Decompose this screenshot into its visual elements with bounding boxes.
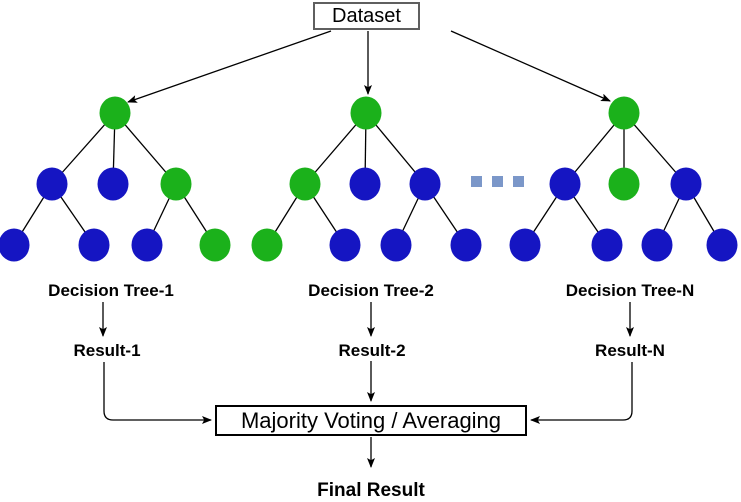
tree-node-blue xyxy=(549,167,581,201)
arrow-dataset-to-tree1 xyxy=(127,30,332,103)
tree-node-green xyxy=(608,96,640,130)
tree-node-blue xyxy=(450,228,482,262)
tree-node-blue xyxy=(78,228,110,262)
tree-node-blue xyxy=(706,228,738,262)
flow-arrows xyxy=(99,30,634,468)
arrow-result1-to-majority xyxy=(103,362,212,424)
tree-node-blue xyxy=(349,167,381,201)
tree-node-blue xyxy=(329,228,361,262)
tree-node-green xyxy=(251,228,283,262)
tree-node-green xyxy=(350,96,382,130)
ellipsis-dots xyxy=(471,176,524,187)
tree-node-green xyxy=(99,96,131,130)
tree-node-blue xyxy=(131,228,163,262)
result-1-label: Result-1 xyxy=(73,341,141,360)
result-n-label: Result-N xyxy=(595,341,665,360)
arrow-dataset-to-treeN xyxy=(450,30,611,102)
dataset-box: Dataset xyxy=(313,2,420,30)
tree-node-blue xyxy=(641,228,673,262)
decision-tree-1-label: Decision Tree-1 xyxy=(48,281,174,300)
tree-node-blue xyxy=(670,167,702,201)
final-result-label: Final Result xyxy=(317,480,425,501)
tree-node-green xyxy=(289,167,321,201)
tree-node-green xyxy=(608,167,640,201)
decision-tree-2-label: Decision Tree-2 xyxy=(308,281,434,300)
majority-voting-box: Majority Voting / Averaging xyxy=(215,405,527,436)
ellipsis-dot xyxy=(492,176,503,187)
dataset-label: Dataset xyxy=(332,4,401,27)
tree-node-green xyxy=(199,228,231,262)
tree-node-blue xyxy=(0,228,30,262)
tree-node-blue xyxy=(380,228,412,262)
tree-node-green xyxy=(160,167,192,201)
majority-voting-label: Majority Voting / Averaging xyxy=(240,407,502,433)
tree-node-blue xyxy=(509,228,541,262)
tree-node-blue xyxy=(97,167,129,201)
tree-node-blue xyxy=(409,167,441,201)
result-2-label: Result-2 xyxy=(338,341,406,360)
tree-node-blue xyxy=(591,228,623,262)
ellipsis-dot xyxy=(513,176,524,187)
decision-tree-n-label: Decision Tree-N xyxy=(565,281,695,300)
tree-node-blue xyxy=(36,167,68,201)
arrow-resultN-to-majority xyxy=(530,362,633,424)
tree-nodes xyxy=(0,96,738,262)
ellipsis-dot xyxy=(471,176,482,187)
